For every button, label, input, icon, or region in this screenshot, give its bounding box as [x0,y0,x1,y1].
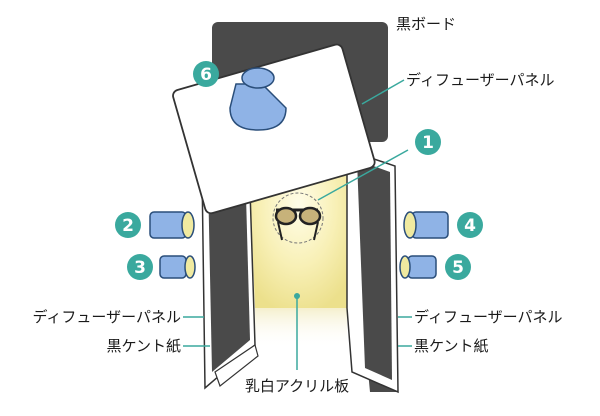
label-diffuser-right: ディフューザーパネル [414,308,563,326]
left-black-paper [208,178,250,372]
label-diffuser-left: ディフューザーパネル [32,308,181,326]
svg-text:6: 6 [200,65,212,85]
label-diffuser-top: ディフューザーパネル [406,71,555,89]
svg-text:5: 5 [452,258,464,278]
label-black-paper-right: 黒ケント紙 [414,337,489,355]
light-5-icon [399,255,437,279]
marker-6: 6 [193,61,219,87]
label-black-board: 黒ボード [396,15,456,33]
svg-text:4: 4 [464,216,476,236]
marker-1: 1 [415,129,441,155]
light-4-icon [403,211,449,239]
sunglasses-icon [272,192,324,244]
marker-2: 2 [115,212,141,238]
marker-3: 3 [127,254,153,280]
marker-5: 5 [445,254,471,280]
marker-4: 4 [457,212,483,238]
light-2-icon [149,211,195,239]
label-black-paper-left: 黒ケント紙 [106,337,181,355]
svg-text:1: 1 [422,133,434,153]
label-milky-acrylic: 乳白アクリル板 [245,377,349,395]
light-3-icon [159,255,196,279]
svg-text:3: 3 [134,258,146,278]
right-black-paper [357,160,392,380]
light-6-icon [229,67,287,131]
svg-text:2: 2 [122,216,134,236]
